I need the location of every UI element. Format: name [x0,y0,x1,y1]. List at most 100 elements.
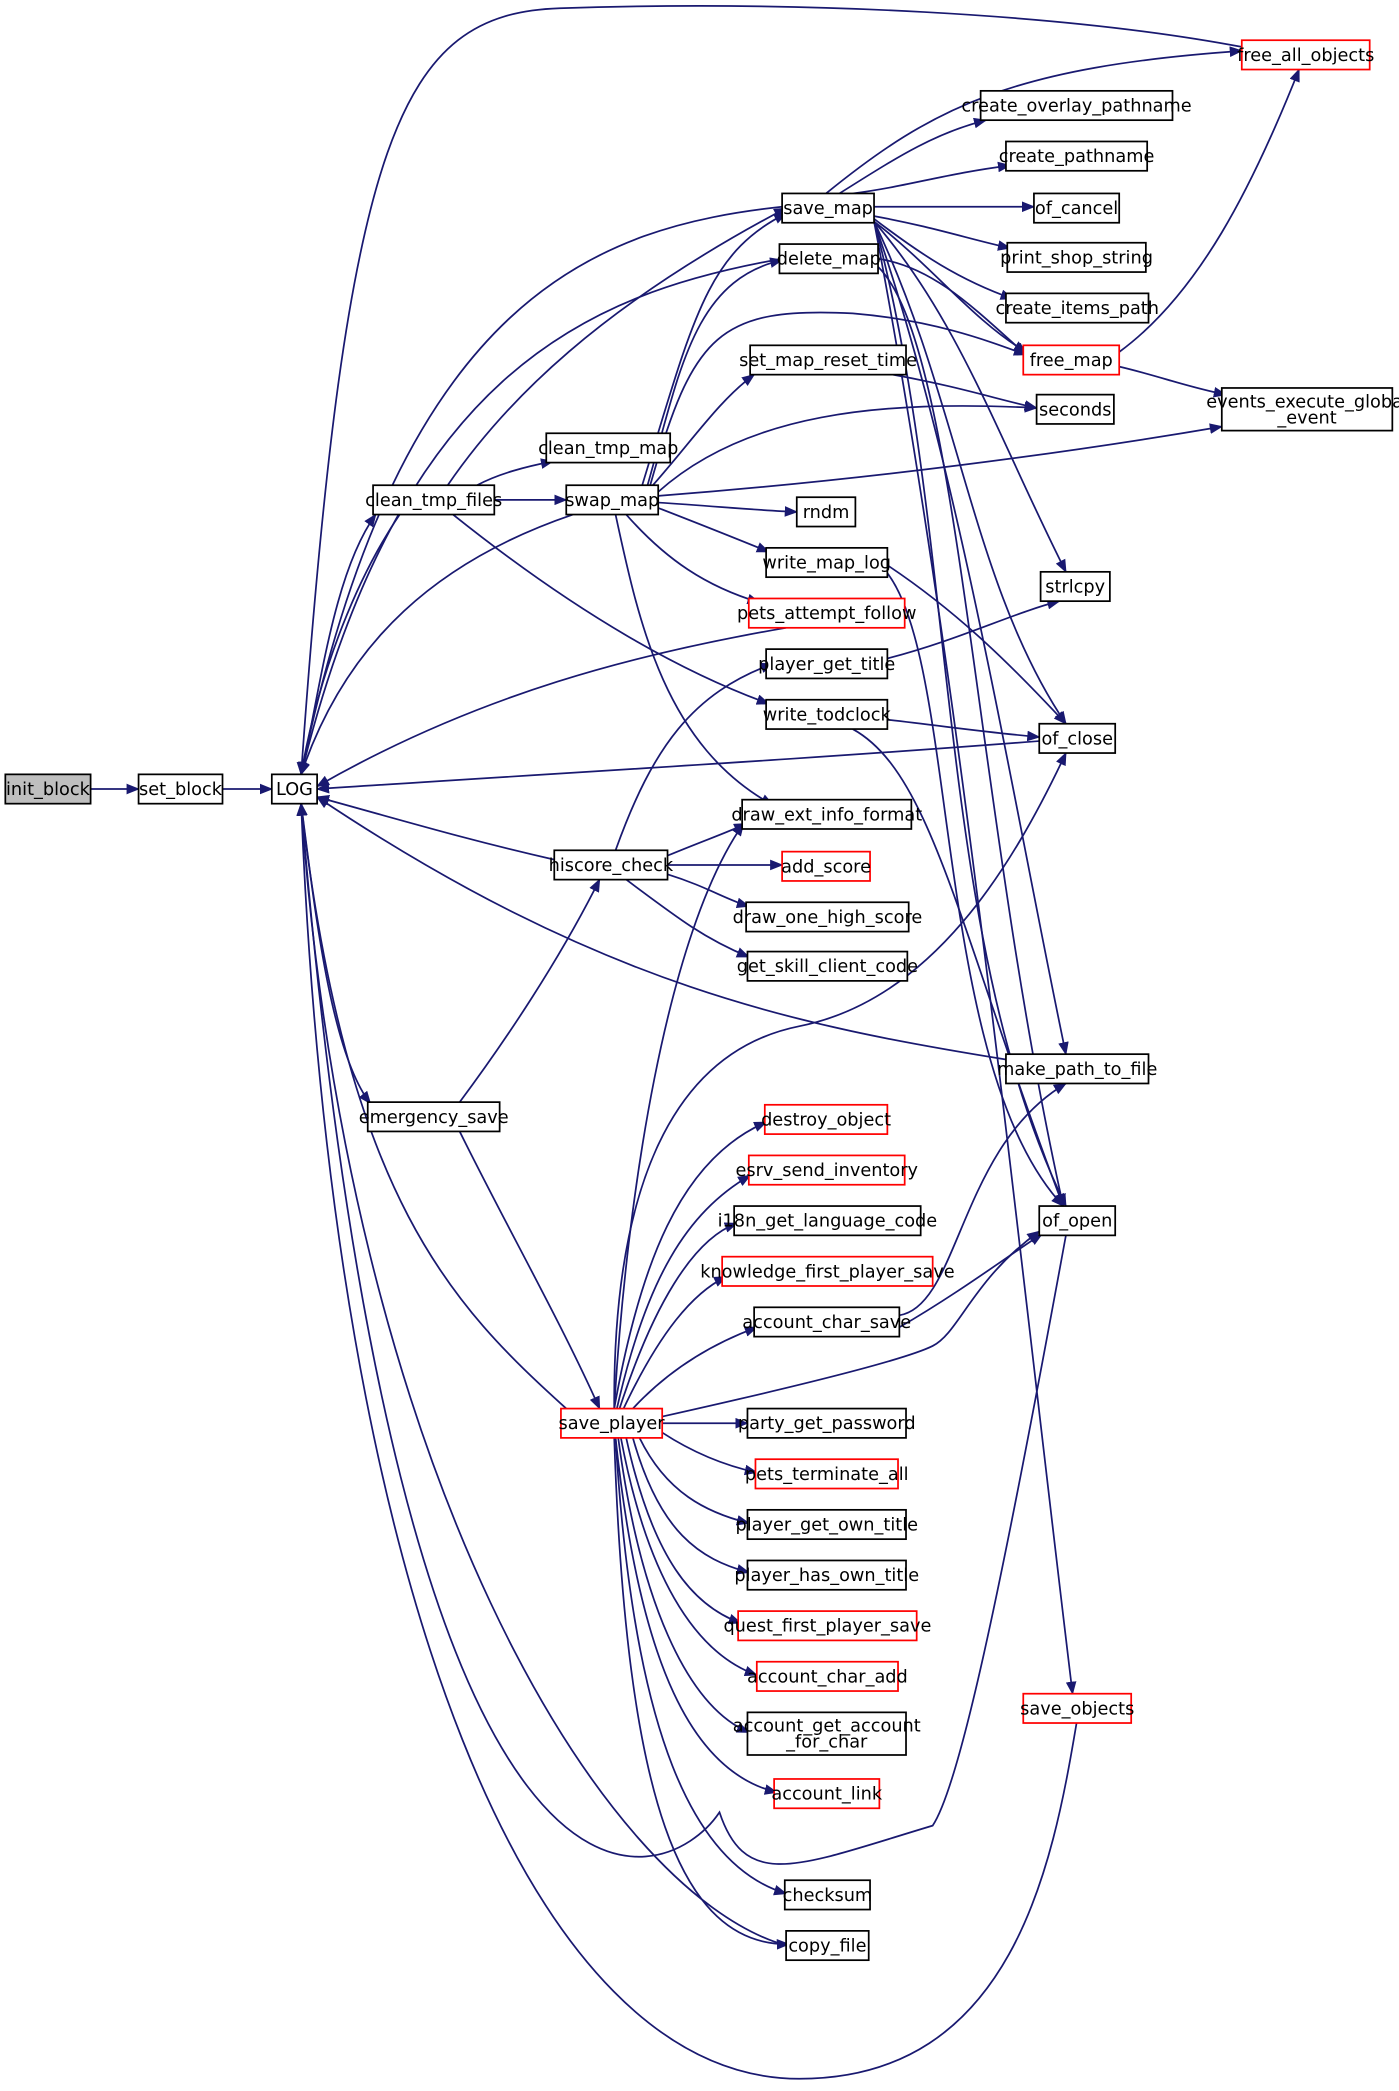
node-write_todclock[interactable]: write_todclock [763,698,892,730]
node-set_block[interactable]: set_block [137,773,224,805]
node-box-events_execute_global_event[interactable] [1220,387,1394,432]
node-player_get_own_title[interactable]: player_get_own_title [735,1508,918,1541]
node-save_map[interactable]: save_map [781,192,875,224]
node-box-player_get_own_title[interactable] [746,1508,907,1541]
node-box-rndm[interactable] [795,496,857,528]
node-LOG[interactable]: LOG [270,773,318,805]
node-box-destroy_object[interactable] [763,1103,889,1135]
node-pets_terminate_all[interactable]: pets_terminate_all [745,1458,909,1490]
node-init_block[interactable]: init_block [4,773,92,805]
node-of_close[interactable]: of_close [1038,722,1117,754]
node-account_link[interactable]: account_link [771,1778,883,1810]
node-box-add_score[interactable] [781,850,871,882]
node-box-draw_ext_info_format[interactable] [741,798,913,830]
node-create_pathname[interactable]: create_pathname [999,140,1155,172]
node-strlcpy[interactable]: strlcpy [1039,570,1111,603]
node-box-create_pathname[interactable] [1005,140,1149,172]
node-esrv_send_inventory[interactable]: esrv_send_inventory [735,1154,918,1186]
node-box-quest_first_player_save[interactable] [737,1610,918,1642]
node-hiscore_check[interactable]: hiscore_check [549,849,674,881]
node-clean_tmp_files[interactable]: clean_tmp_files [365,484,502,516]
node-rndm[interactable]: rndm [795,496,857,528]
node-of_open[interactable]: of_open [1038,1205,1117,1237]
node-box-account_char_add[interactable] [755,1660,899,1692]
node-box-get_skill_client_code[interactable] [746,950,909,982]
node-box-seconds[interactable] [1035,393,1115,425]
node-box-create_overlay_pathname[interactable] [979,89,1174,122]
node-box-player_get_title[interactable] [765,648,889,680]
node-account_char_save[interactable]: account_char_save [742,1306,911,1338]
node-write_map_log[interactable]: write_map_log [762,546,891,579]
node-player_has_own_title[interactable]: player_has_own_title [734,1559,919,1591]
node-checksum[interactable]: checksum [783,1879,873,1911]
node-box-save_objects[interactable] [1022,1692,1133,1724]
node-box-swap_map[interactable] [565,484,660,516]
node-box-account_get_account_for_char[interactable] [746,1711,907,1756]
node-box-pets_attempt_follow[interactable] [747,597,906,629]
node-box-save_player[interactable] [560,1407,664,1439]
node-box-of_open[interactable] [1038,1205,1117,1237]
node-clean_tmp_map[interactable]: clean_tmp_map [538,432,678,464]
node-box-make_path_to_file[interactable] [1005,1053,1150,1085]
node-party_get_password[interactable]: party_get_password [738,1407,916,1439]
node-box-strlcpy[interactable] [1039,570,1111,603]
node-delete_map[interactable]: delete_map [777,243,881,275]
node-draw_ext_info_format[interactable]: draw_ext_info_format [731,798,922,830]
node-box-i18n_get_language_code[interactable] [733,1205,922,1237]
node-box-emergency_save[interactable] [366,1101,501,1133]
node-free_map[interactable]: free_map [1022,344,1121,376]
node-box-of_cancel[interactable] [1033,192,1121,224]
node-i18n_get_language_code[interactable]: i18n_get_language_code [718,1205,938,1237]
node-box-of_close[interactable] [1038,722,1117,754]
node-box-copy_file[interactable] [785,1930,870,1962]
node-get_skill_client_code[interactable]: get_skill_client_code [737,950,918,982]
node-swap_map[interactable]: swap_map [565,484,660,516]
node-knowledge_first_player_save[interactable]: knowledge_first_player_save [700,1255,955,1287]
node-create_overlay_pathname[interactable]: create_overlay_pathname [961,89,1192,122]
node-box-player_has_own_title[interactable] [746,1559,907,1591]
node-box-esrv_send_inventory[interactable] [747,1154,906,1186]
node-box-write_todclock[interactable] [765,698,889,730]
node-account_get_account_for_char[interactable]: account_get_account_for_char [733,1711,921,1756]
node-emergency_save[interactable]: emergency_save [359,1101,509,1133]
node-of_cancel[interactable]: of_cancel [1033,192,1121,224]
node-box-knowledge_first_player_save[interactable] [721,1255,934,1287]
node-box-account_char_save[interactable] [753,1306,901,1338]
node-make_path_to_file[interactable]: make_path_to_file [997,1053,1157,1085]
node-events_execute_global_event[interactable]: events_execute_global_event [1206,387,1399,432]
node-box-party_get_password[interactable] [746,1407,907,1439]
node-box-delete_map[interactable] [778,243,879,275]
node-create_items_path[interactable]: create_items_path [995,292,1159,324]
node-copy_file[interactable]: copy_file [785,1930,870,1962]
node-box-account_link[interactable] [773,1778,881,1810]
node-save_objects[interactable]: save_objects [1020,1692,1134,1724]
node-print_shop_string[interactable]: print_shop_string [1000,241,1153,273]
node-box-hiscore_check[interactable] [553,849,669,881]
node-box-clean_tmp_files[interactable] [372,484,496,516]
node-destroy_object[interactable]: destroy_object [761,1103,891,1135]
node-box-save_map[interactable] [781,192,875,224]
node-save_player[interactable]: save_player [559,1407,666,1439]
node-box-print_shop_string[interactable] [1006,241,1147,273]
node-box-clean_tmp_map[interactable] [545,432,672,464]
node-box-free_map[interactable] [1022,344,1121,376]
node-box-set_block[interactable] [137,773,224,805]
node-seconds[interactable]: seconds [1035,393,1115,425]
node-box-checksum[interactable] [783,1879,871,1911]
node-quest_first_player_save[interactable]: quest_first_player_save [723,1610,931,1642]
node-box-set_map_reset_time[interactable] [749,344,907,376]
node-box-init_block[interactable] [4,773,92,805]
node-account_char_add[interactable]: account_char_add [747,1660,908,1692]
node-set_map_reset_time[interactable]: set_map_reset_time [739,344,917,376]
node-box-pets_terminate_all[interactable] [754,1458,899,1490]
node-box-write_map_log[interactable] [765,546,889,579]
node-add_score[interactable]: add_score [781,850,871,882]
node-box-create_items_path[interactable] [1005,292,1150,324]
node-pets_attempt_follow[interactable]: pets_attempt_follow [737,597,916,629]
node-box-LOG[interactable] [270,773,318,805]
node-free_all_objects[interactable]: free_all_objects [1237,39,1374,71]
node-player_get_title[interactable]: player_get_title [758,648,895,680]
node-box-free_all_objects[interactable] [1240,39,1371,71]
node-draw_one_high_score[interactable]: draw_one_high_score [733,901,923,933]
node-box-draw_one_high_score[interactable] [745,901,910,933]
